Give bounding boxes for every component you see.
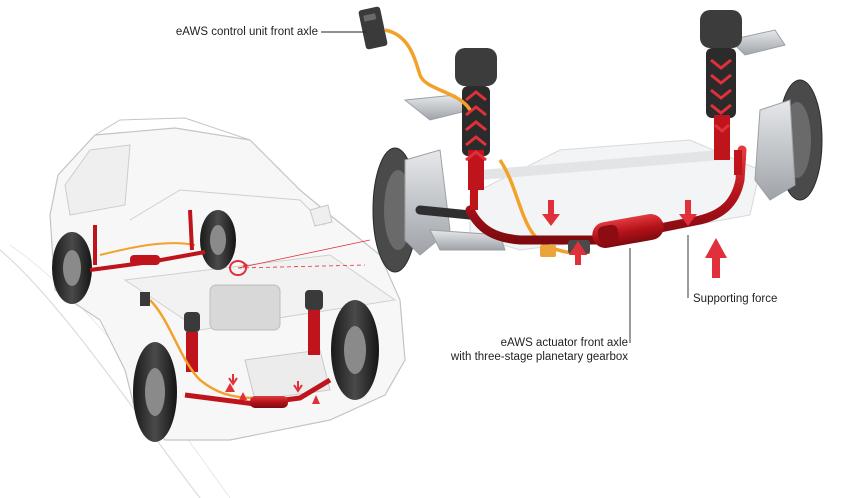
left-drive-shaft <box>415 205 475 220</box>
car-side-window <box>64 144 131 216</box>
right-knuckle <box>754 99 796 201</box>
left-air-strut <box>455 48 497 190</box>
right-drop-link <box>734 150 742 175</box>
right-upper-arm <box>729 29 786 56</box>
car-grille <box>244 349 331 401</box>
rear-left-rim <box>63 250 81 286</box>
front-left-strut <box>184 312 200 372</box>
arrow-down-icon <box>542 200 697 226</box>
actuator-label: eAWS actuator front axle with three-stag… <box>418 336 628 364</box>
control-unit-label: eAWS control unit front axle <box>175 26 318 38</box>
front-left-rim <box>145 368 165 416</box>
front-control-unit-small <box>140 292 150 306</box>
left-drop-link <box>470 185 478 210</box>
front-right-strut <box>305 290 323 355</box>
guide-line-1 <box>237 239 371 269</box>
rear-actuator <box>130 255 160 265</box>
front-axle-detail <box>358 6 823 278</box>
rear-right-rim <box>210 225 226 255</box>
car-mirror <box>309 204 333 227</box>
front-cable <box>149 299 256 400</box>
rear-cable <box>99 242 196 256</box>
guide-line-2 <box>237 264 366 269</box>
arrow-up-icon <box>569 238 727 278</box>
steering-rack <box>475 150 725 180</box>
control-cable <box>384 28 472 112</box>
rotation-arrow-icon <box>229 260 249 276</box>
actuator-label-line2: with three-stage planetary gearbox <box>450 351 628 363</box>
front-actuator-small <box>250 396 288 408</box>
control-unit <box>358 6 388 50</box>
engine-block <box>209 284 281 331</box>
left-knuckle <box>404 149 451 256</box>
ground-curve <box>0 249 201 498</box>
front-right-rim <box>344 326 366 374</box>
leader-lines <box>321 31 689 343</box>
car-roof <box>94 117 251 141</box>
supporting-force-label: Supporting force <box>693 293 778 305</box>
arrow-up-icon <box>225 383 320 411</box>
right-air-strut <box>700 10 742 160</box>
actuator-label-line1: eAWS actuator front axle <box>500 337 628 349</box>
car-illustration <box>0 117 406 498</box>
arrow-down-icon <box>228 374 303 393</box>
rear-strut-right <box>188 209 194 251</box>
